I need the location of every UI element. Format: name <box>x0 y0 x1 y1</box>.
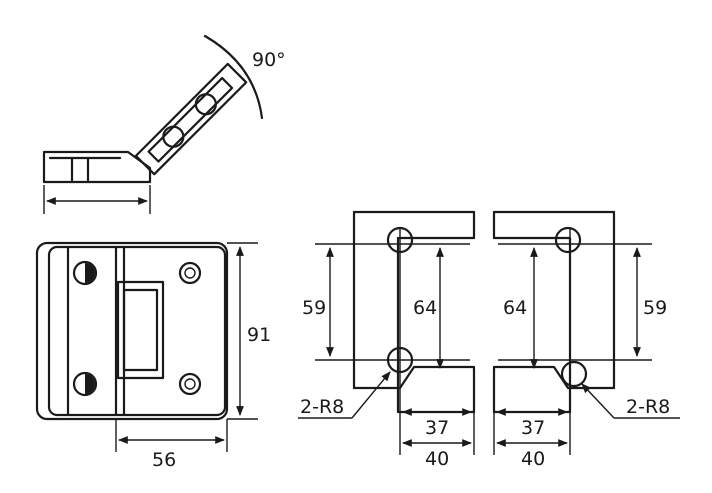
angle-label: 90° <box>252 49 286 71</box>
door-leaf <box>134 62 248 176</box>
left-40-label: 40 <box>425 448 449 470</box>
screw-icon <box>178 261 202 285</box>
side-view: 90° <box>42 34 286 214</box>
center-slot <box>116 280 165 380</box>
swing-arc <box>203 34 264 120</box>
hinge-body <box>35 241 229 421</box>
right-r8-label: 2-R8 <box>626 396 670 418</box>
screw-icon <box>72 260 98 286</box>
height-label: 91 <box>247 324 271 346</box>
left-37-label: 37 <box>425 417 449 439</box>
right-59-label: 59 <box>643 297 667 319</box>
left-59-label: 59 <box>302 297 326 319</box>
fixed-plate <box>42 150 152 184</box>
right-37-label: 37 <box>521 417 545 439</box>
width-label: 56 <box>152 449 176 471</box>
right-glass-outline <box>492 210 616 414</box>
right-glass-cutout: 64 59 2-R8 37 40 <box>492 210 680 470</box>
left-r8-label: 2-R8 <box>300 396 344 418</box>
right-64-label: 64 <box>503 297 527 319</box>
screw-icon <box>72 371 98 397</box>
left-glass-outline <box>352 210 476 414</box>
screw-icon <box>178 372 202 396</box>
front-view: 91 56 <box>35 241 271 471</box>
left-64-label: 64 <box>413 297 437 319</box>
left-glass-cutout: 59 64 2-R8 37 40 <box>298 210 476 470</box>
right-40-label: 40 <box>521 448 545 470</box>
